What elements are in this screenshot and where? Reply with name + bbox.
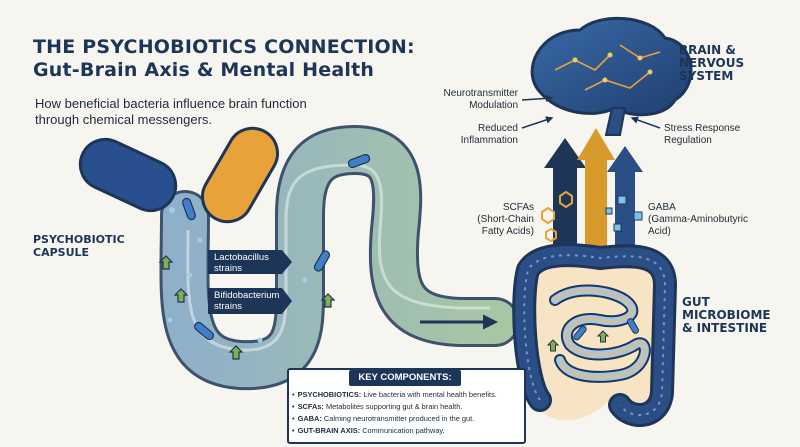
title-line-1: THE PSYCHOBIOTICS CONNECTION: (33, 36, 415, 58)
capsule-icon (78, 126, 279, 224)
lactobacillus-line-1: Lactobacillus (214, 252, 269, 263)
key-components-list: PSYCHOBIOTICS: Live bacteria with mental… (292, 389, 522, 437)
key-desc: Calming neurotransmitter produced in the… (323, 414, 475, 423)
capsule-label-line-2: CAPSULE (33, 246, 90, 259)
bifidobacterium-line-1: Bifidobacterium (214, 290, 280, 301)
scfa-line-1: SCFAs (502, 202, 534, 213)
gut-label-line-1: GUT (682, 295, 710, 309)
list-item: GUT-BRAIN AXIS: Communication pathway. (292, 425, 522, 437)
neurotransmitter-label: Neurotransmitter Modulation (410, 88, 518, 112)
lactobacillus-line-2: strains (214, 263, 242, 274)
key-desc: Metabolites supporting gut & brain healt… (325, 402, 463, 411)
list-item: GABA: Calming neurotransmitter produced … (292, 413, 522, 425)
capsule-label: PSYCHOBIOTIC CAPSULE (33, 233, 125, 259)
bifidobacterium-line-2: strains (214, 301, 242, 312)
scfa-label: SCFAs (Short-Chain Fatty Acids) (444, 202, 534, 238)
key-desc: Communication pathway. (362, 426, 445, 435)
lactobacillus-tag: Lactobacillus strains (210, 252, 269, 274)
scfa-line-3: Fatty Acids) (481, 226, 534, 237)
gut-label: GUT MICROBIOME & INTESTINE (682, 296, 771, 335)
list-item: PSYCHOBIOTICS: Live bacteria with mental… (292, 389, 522, 401)
signal-arrows (521, 94, 661, 255)
brain-label-line-1: BRAIN & (679, 43, 736, 57)
neurotransmitter-line-1: Neurotransmitter (443, 88, 518, 99)
gaba-label: GABA (Gamma-Aminobutyric Acid) (648, 202, 768, 238)
inflammation-line-2: Inflammation (460, 135, 518, 146)
gaba-line-2: (Gamma-Aminobutyric (648, 214, 749, 225)
strain-tags (208, 250, 292, 314)
key-desc: Live bacteria with mental health benefit… (363, 390, 497, 399)
key-term: GABA: (297, 414, 322, 423)
brain-label: BRAIN & NERVOUS SYSTEM (679, 44, 744, 83)
intestine-icon (512, 243, 678, 427)
gaba-line-1: GABA (648, 202, 676, 213)
brain-label-line-3: SYSTEM (679, 69, 734, 83)
bacteria-cluster (158, 154, 371, 360)
gaba-molecules (605, 195, 643, 232)
bifidobacterium-tag: Bifidobacterium strains (210, 290, 279, 312)
scfa-molecules (541, 190, 573, 243)
title-line-2: Gut-Brain Axis & Mental Health (33, 59, 375, 81)
stress-line-2: Regulation (664, 135, 712, 146)
key-term: SCFAs: (297, 402, 324, 411)
gaba-line-3: Acid) (648, 226, 671, 237)
stress-label: Stress Response Regulation (664, 123, 774, 147)
key-term: GUT-BRAIN AXIS: (297, 426, 361, 435)
gut-label-line-2: MICROBIOME (682, 308, 771, 322)
subtitle: How beneficial bacteria influence brain … (35, 96, 307, 127)
list-item: SCFAs: Metabolites supporting gut & brai… (292, 401, 522, 413)
neurotransmitter-line-2: Modulation (469, 100, 518, 111)
stress-line-1: Stress Response (664, 123, 741, 134)
capsule-label-line-1: PSYCHOBIOTIC (33, 233, 125, 246)
key-term: PSYCHOBIOTICS: (297, 390, 362, 399)
digestive-tube (159, 124, 520, 391)
brain-label-line-2: NERVOUS (679, 56, 745, 70)
key-components-heading: KEY COMPONENTS: (349, 370, 461, 386)
gut-label-line-3: & INTESTINE (682, 321, 768, 335)
page-title: THE PSYCHOBIOTICS CONNECTION: Gut-Brain … (33, 36, 415, 82)
brain-icon (530, 16, 693, 136)
inflammation-line-1: Reduced (477, 123, 518, 134)
inflammation-label: Reduced Inflammation (420, 123, 518, 147)
scfa-line-2: (Short-Chain (477, 214, 534, 225)
